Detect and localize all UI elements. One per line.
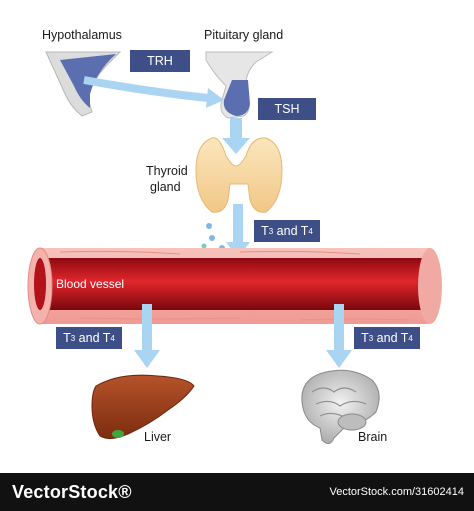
- blood-vessel-label: Blood vessel: [56, 277, 125, 291]
- pituitary-label: Pituitary gland: [204, 28, 284, 42]
- thyroid-label-line2: gland: [150, 180, 181, 194]
- blood-vessel: [27, 247, 442, 325]
- tsh-arrowhead: [222, 138, 250, 154]
- thyroid-label-line1: Thyroid: [146, 164, 188, 178]
- liver-illustration: [91, 374, 195, 440]
- trh-arrow: [83, 76, 209, 102]
- brain-arrowhead: [326, 350, 352, 368]
- brain-arrow-shaft: [334, 304, 344, 352]
- watermark-footer: VectorStock® VectorStock.com/31602414: [0, 473, 474, 511]
- t3-t4-and: and T: [273, 224, 309, 238]
- tsh-arrow-shaft: [230, 118, 242, 140]
- thyroid-illustration: [195, 137, 283, 213]
- t3-t4-letter: T: [361, 331, 369, 345]
- t3-t4-letter: T: [261, 224, 269, 238]
- brain-label: Brain: [358, 430, 388, 444]
- t3-subscript: 3: [70, 333, 76, 343]
- trh-tag: TRH: [130, 50, 190, 72]
- t3-subscript: 3: [368, 333, 374, 343]
- t3-t4-and: and T: [75, 331, 111, 345]
- liver-arrowhead: [134, 350, 160, 368]
- hypothalamus-label: Hypothalamus: [42, 28, 122, 42]
- tsh-tag: TSH: [258, 98, 316, 120]
- trh-arrowhead: [206, 88, 224, 108]
- liver-arrow-shaft: [142, 304, 152, 352]
- pituitary-illustration: [205, 51, 274, 119]
- t4-subscript: 4: [408, 333, 413, 343]
- liver-label: Liver: [144, 430, 172, 444]
- vectorstock-credit: VectorStock.com/31602414: [329, 486, 464, 498]
- t4-subscript: 4: [308, 226, 313, 236]
- vectorstock-brand: VectorStock®: [12, 482, 132, 502]
- t4-subscript: 4: [110, 333, 115, 343]
- t3-subscript: 3: [268, 226, 274, 236]
- t3-t4-and: and T: [373, 331, 409, 345]
- hormone-arrow-shaft: [233, 204, 243, 244]
- t3-t4-letter: T: [63, 331, 71, 345]
- brain-illustration: [301, 369, 380, 444]
